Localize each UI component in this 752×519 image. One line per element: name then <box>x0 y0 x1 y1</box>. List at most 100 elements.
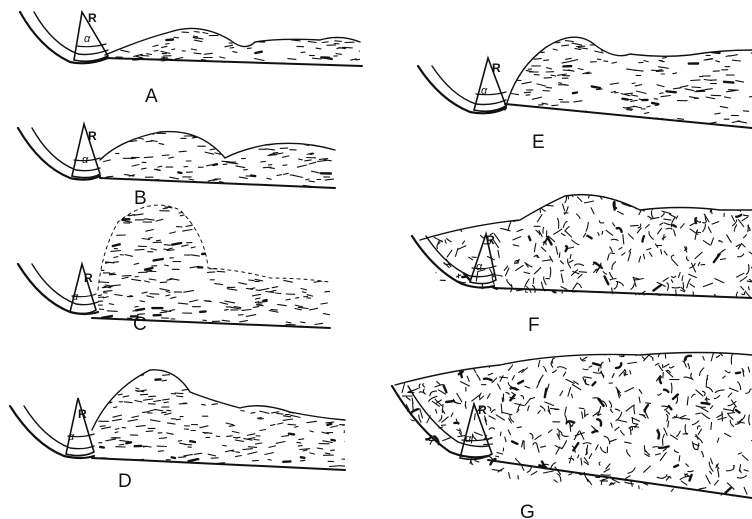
soil-stroke <box>283 419 293 420</box>
soil-stroke <box>167 433 174 434</box>
soil-stroke <box>583 233 585 237</box>
soil-stroke <box>115 429 119 430</box>
soil-stroke <box>672 287 679 288</box>
soil-stroke <box>731 355 732 364</box>
soil-stroke <box>110 274 116 275</box>
soil-stroke <box>165 413 172 415</box>
soil-stroke <box>532 122 541 123</box>
soil-stroke <box>131 158 136 159</box>
soil-stroke <box>591 208 594 214</box>
soil-stroke <box>265 453 274 455</box>
soil-stroke <box>722 412 723 421</box>
soil-stroke <box>207 256 210 257</box>
soil-stroke <box>738 254 744 257</box>
soil-stroke <box>541 247 545 251</box>
soil-stroke <box>730 420 733 426</box>
soil-stroke <box>301 460 305 461</box>
soil-stroke <box>525 92 531 93</box>
soil-stroke <box>217 366 226 368</box>
soil-stroke <box>611 423 612 427</box>
soil-stroke <box>153 45 158 46</box>
soil-stroke <box>745 30 752 31</box>
soil-stroke <box>102 427 111 429</box>
soil-stroke <box>519 122 527 124</box>
panel-f <box>405 188 752 308</box>
soil-stroke <box>195 466 204 468</box>
soil-stroke <box>253 198 259 199</box>
soil-stroke <box>314 406 323 407</box>
soil-stroke <box>652 70 659 71</box>
soil-stroke <box>142 292 147 293</box>
soil-stroke <box>474 432 482 435</box>
soil-stroke <box>248 434 255 436</box>
soil-stroke <box>544 78 551 79</box>
soil-stroke <box>361 33 364 34</box>
soil-stroke <box>198 325 208 327</box>
soil-stroke <box>514 189 518 192</box>
soil-stroke <box>251 137 261 138</box>
soil-stroke <box>172 457 175 458</box>
soil-stroke <box>691 80 700 81</box>
soil-stroke <box>414 267 422 269</box>
soil-stroke <box>331 290 339 291</box>
soil-pile-c <box>98 205 330 290</box>
soil-stroke <box>172 243 181 245</box>
soil-stroke <box>332 28 335 29</box>
soil-stroke <box>113 218 117 219</box>
soil-stroke <box>551 408 559 409</box>
soil-stroke <box>344 431 352 432</box>
soil-stroke <box>297 396 301 397</box>
soil-stroke <box>433 500 440 501</box>
soil-stroke <box>124 137 129 138</box>
soil-stroke <box>180 214 187 216</box>
soil-stroke <box>454 423 458 424</box>
soil-stroke <box>682 276 683 281</box>
soil-stroke <box>680 86 688 88</box>
soil-stroke <box>256 290 260 291</box>
soil-stroke <box>433 271 436 273</box>
soil-stroke <box>672 124 679 125</box>
soil-stroke <box>256 298 261 299</box>
soil-stroke <box>614 491 615 496</box>
soil-stroke <box>699 488 706 489</box>
soil-stroke <box>104 291 112 292</box>
soil-stroke <box>110 285 120 286</box>
soil-stroke <box>696 390 703 396</box>
soil-stroke <box>583 357 587 360</box>
soil-stroke <box>684 45 691 46</box>
soil-stroke <box>310 431 313 432</box>
soil-stroke <box>243 22 249 23</box>
soil-stroke <box>562 188 571 190</box>
soil-stroke <box>132 165 139 167</box>
soil-stroke <box>263 300 266 301</box>
soil-stroke <box>703 224 706 231</box>
soil-stroke <box>300 245 308 247</box>
soil-stroke <box>509 473 512 481</box>
soil-stroke <box>612 479 619 483</box>
soil-stroke <box>673 73 677 74</box>
soil-stroke <box>697 426 700 429</box>
soil-stroke <box>683 361 687 367</box>
soil-stroke <box>426 436 431 439</box>
soil-stroke <box>569 260 573 262</box>
soil-stroke <box>140 301 145 302</box>
soil-stroke <box>269 311 278 313</box>
soil-stroke <box>627 69 637 71</box>
soil-stroke <box>159 143 164 144</box>
soil-stroke <box>301 52 305 53</box>
soil-stroke <box>650 51 659 53</box>
soil-stroke <box>672 276 676 277</box>
soil-stroke <box>123 27 129 28</box>
soil-stroke <box>286 299 290 300</box>
soil-stroke <box>516 28 522 29</box>
soil-stroke <box>203 33 208 34</box>
soil-stroke <box>433 364 435 367</box>
soil-stroke <box>322 42 328 43</box>
soil-stroke <box>639 257 641 262</box>
soil-stroke <box>172 199 178 200</box>
soil-stroke <box>724 97 730 98</box>
soil-stroke <box>506 357 507 364</box>
soil-stroke <box>232 431 239 433</box>
soil-stroke <box>298 159 302 160</box>
soil-stroke <box>587 236 591 238</box>
